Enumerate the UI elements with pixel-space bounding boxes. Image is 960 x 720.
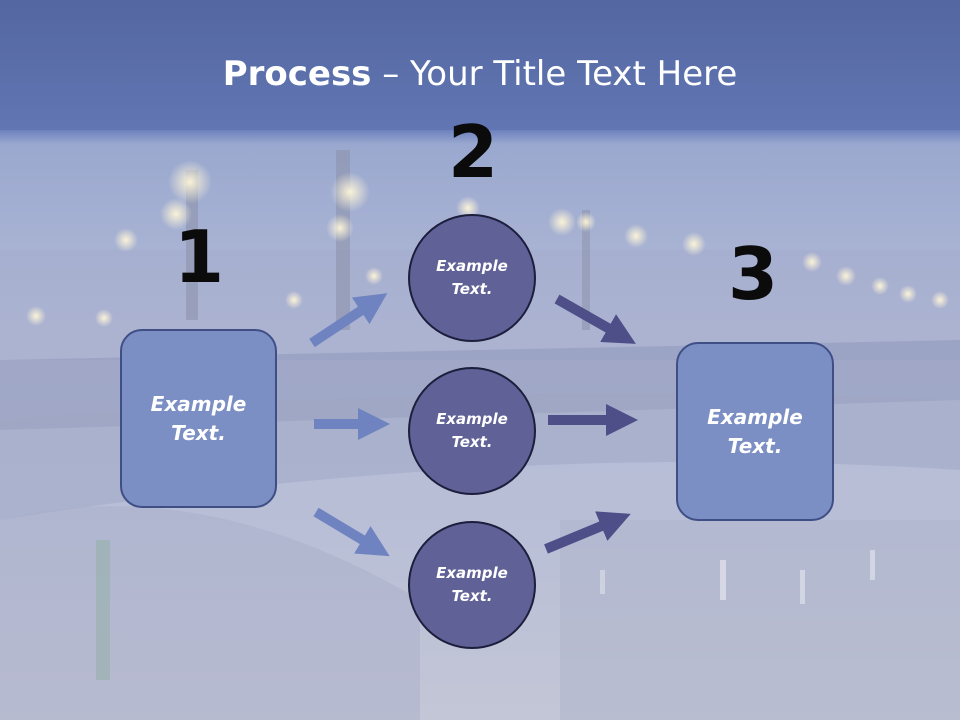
step-3-label: Example Text. xyxy=(707,404,803,458)
circle-top-label: Example Text. xyxy=(436,257,508,298)
step-number-3: 3 xyxy=(727,232,779,316)
step-1-box: Example Text. xyxy=(120,329,277,508)
step-2-circle-middle: Example Text. xyxy=(408,367,536,495)
circle-bottom-label: Example Text. xyxy=(436,564,508,605)
step-2-circle-top: Example Text. xyxy=(408,214,536,342)
step-3-box: Example Text. xyxy=(676,342,834,521)
step-2-circle-bottom: Example Text. xyxy=(408,521,536,649)
step-1-label: Example Text. xyxy=(150,391,247,445)
page-title: Process – Your Title Text Here xyxy=(0,52,960,96)
title-bold: Process xyxy=(222,54,372,94)
title-rest: – Your Title Text Here xyxy=(371,54,738,94)
circle-middle-label: Example Text. xyxy=(436,410,508,451)
step-number-1: 1 xyxy=(173,215,225,299)
step-number-2: 2 xyxy=(447,110,499,194)
